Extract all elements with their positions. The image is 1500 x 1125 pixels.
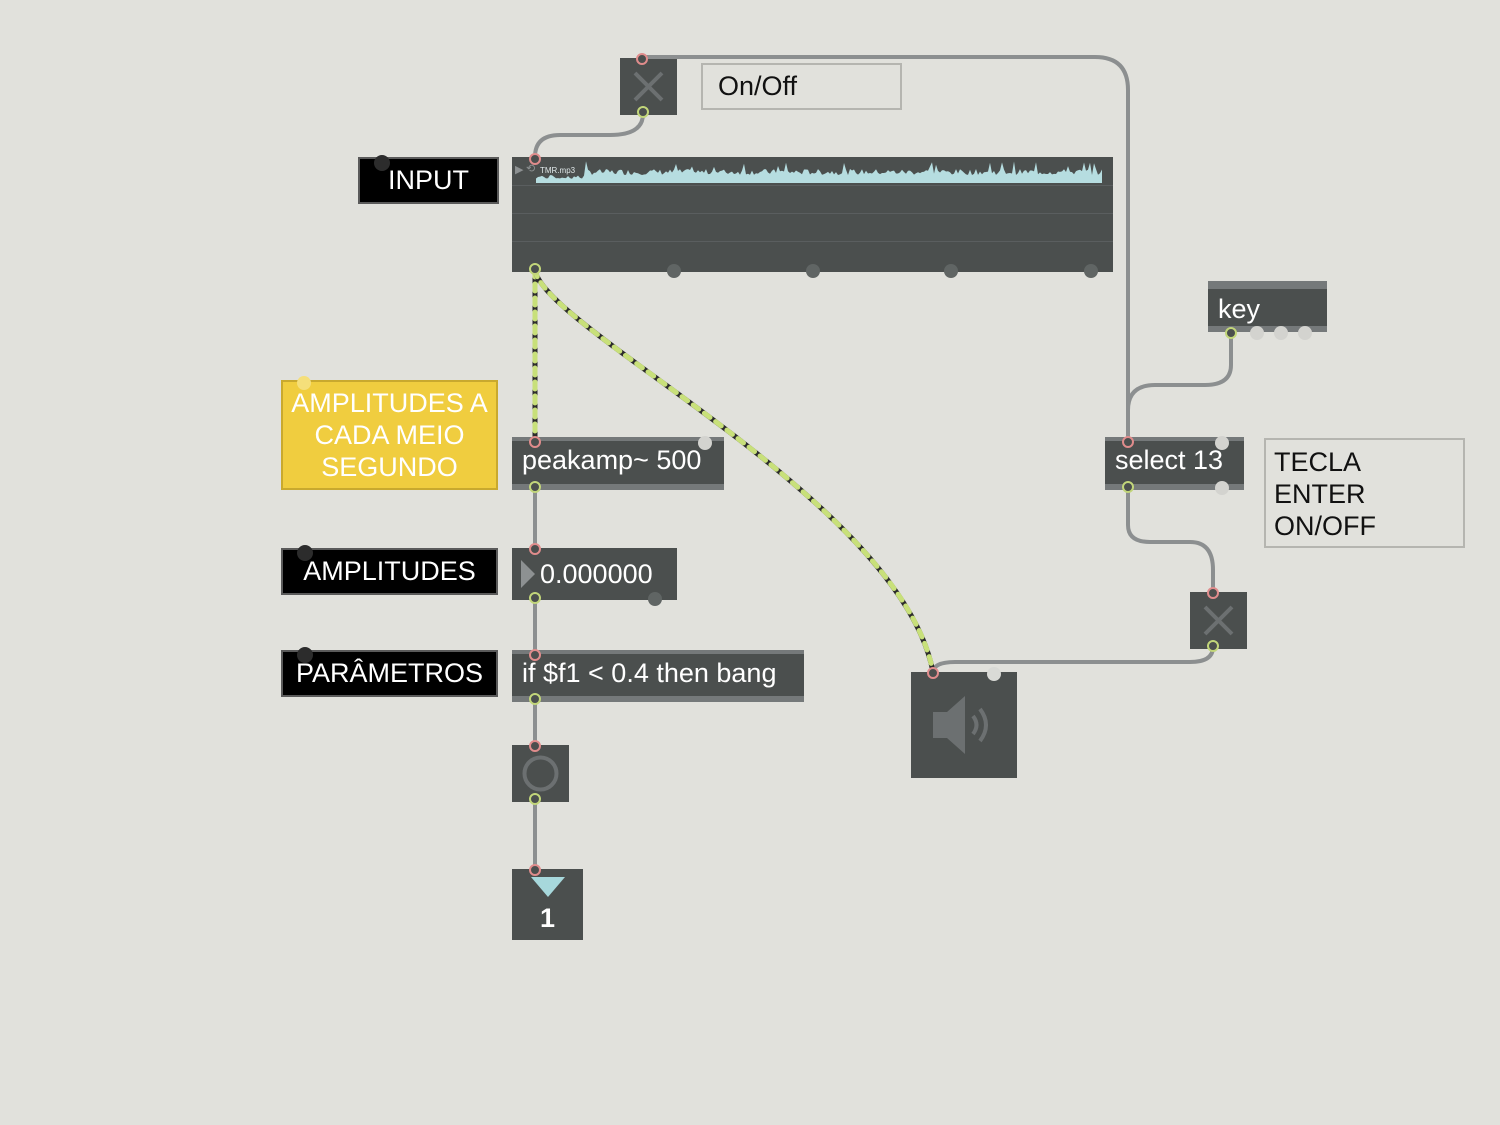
tecla-comment: TECLA ENTER ON/OFF <box>1264 438 1465 548</box>
outlet[interactable] <box>1122 481 1134 493</box>
peakamp-object-text: peakamp~ 500 <box>522 445 702 475</box>
inlet[interactable] <box>529 436 541 448</box>
outlet-arrow-icon <box>531 877 565 897</box>
outlet[interactable] <box>529 592 541 604</box>
select-object-text: select 13 <box>1115 445 1224 475</box>
input-label: INPUT <box>358 155 499 204</box>
inlet[interactable] <box>529 543 541 555</box>
outlet[interactable] <box>529 793 541 805</box>
play-icon[interactable]: ▶ <box>515 164 524 176</box>
parametros-label-text: PARÂMETROS <box>295 658 484 688</box>
amplitudes-label: AMPLITUDES <box>281 545 498 595</box>
amplitudes-label-text: AMPLITUDES <box>303 556 476 586</box>
amplitudes-description-text: AMPLITUDES A CADA MEIO SEGUNDO <box>291 388 488 482</box>
patcher-outlet[interactable]: 1 <box>512 864 583 940</box>
if-object-text: if $f1 < 0.4 then bang <box>522 658 777 688</box>
onoff-comment-text: On/Off <box>718 71 798 101</box>
enter-toggle[interactable] <box>1190 587 1247 652</box>
waveform-playlist[interactable]: ▶ ⟲ TMR.mp3 <box>512 153 1113 278</box>
float-number-box[interactable]: 0.000000 <box>512 543 677 606</box>
select-object[interactable]: select 13 <box>1105 436 1244 495</box>
toggle-icon <box>1203 605 1234 636</box>
waveform-filename: TMR.mp3 <box>540 166 576 175</box>
onoff-comment: On/Off <box>701 63 902 110</box>
toggle-icon <box>633 71 664 102</box>
peakamp-object[interactable]: peakamp~ 500 <box>512 436 724 493</box>
inlet[interactable] <box>927 667 939 679</box>
outlet[interactable] <box>529 481 541 493</box>
cord-select-to-toggle <box>1126 488 1215 594</box>
cord-toggle-to-waveform <box>533 112 645 159</box>
number-arrow-icon <box>521 560 535 588</box>
inlet[interactable] <box>529 864 541 876</box>
inlet[interactable] <box>1122 436 1134 448</box>
cord-toggle-to-dac <box>931 645 1215 675</box>
outlet[interactable] <box>529 263 541 275</box>
bang-icon <box>522 755 559 792</box>
float-number-value: 0.000000 <box>540 559 653 589</box>
outlet[interactable] <box>529 693 541 705</box>
outlet[interactable] <box>1207 640 1219 652</box>
patcher-outlet-number: 1 <box>539 903 556 933</box>
inlet[interactable] <box>529 649 541 661</box>
amplitudes-description: AMPLITUDES A CADA MEIO SEGUNDO <box>281 376 498 490</box>
if-object[interactable]: if $f1 < 0.4 then bang <box>512 649 804 705</box>
tecla-comment-text: TECLA ENTER ON/OFF <box>1274 447 1376 541</box>
inlet[interactable] <box>529 740 541 752</box>
outlet[interactable] <box>1225 327 1237 339</box>
audio-output-dac[interactable] <box>911 667 1017 778</box>
input-label-text: INPUT <box>388 165 469 195</box>
speaker-icon <box>933 696 988 754</box>
parametros-label: PARÂMETROS <box>281 647 498 697</box>
cord-key-to-select <box>1126 329 1233 439</box>
waveform-display <box>536 161 1102 183</box>
onoff-toggle[interactable] <box>620 53 677 118</box>
loop-icon[interactable]: ⟲ <box>526 163 536 175</box>
key-object-text: key <box>1218 294 1261 324</box>
inlet[interactable] <box>529 153 541 165</box>
outlet[interactable] <box>637 106 649 118</box>
inlet[interactable] <box>1207 587 1219 599</box>
key-object[interactable]: key <box>1208 281 1327 340</box>
inlet[interactable] <box>636 53 648 65</box>
bang-button[interactable] <box>512 740 569 805</box>
